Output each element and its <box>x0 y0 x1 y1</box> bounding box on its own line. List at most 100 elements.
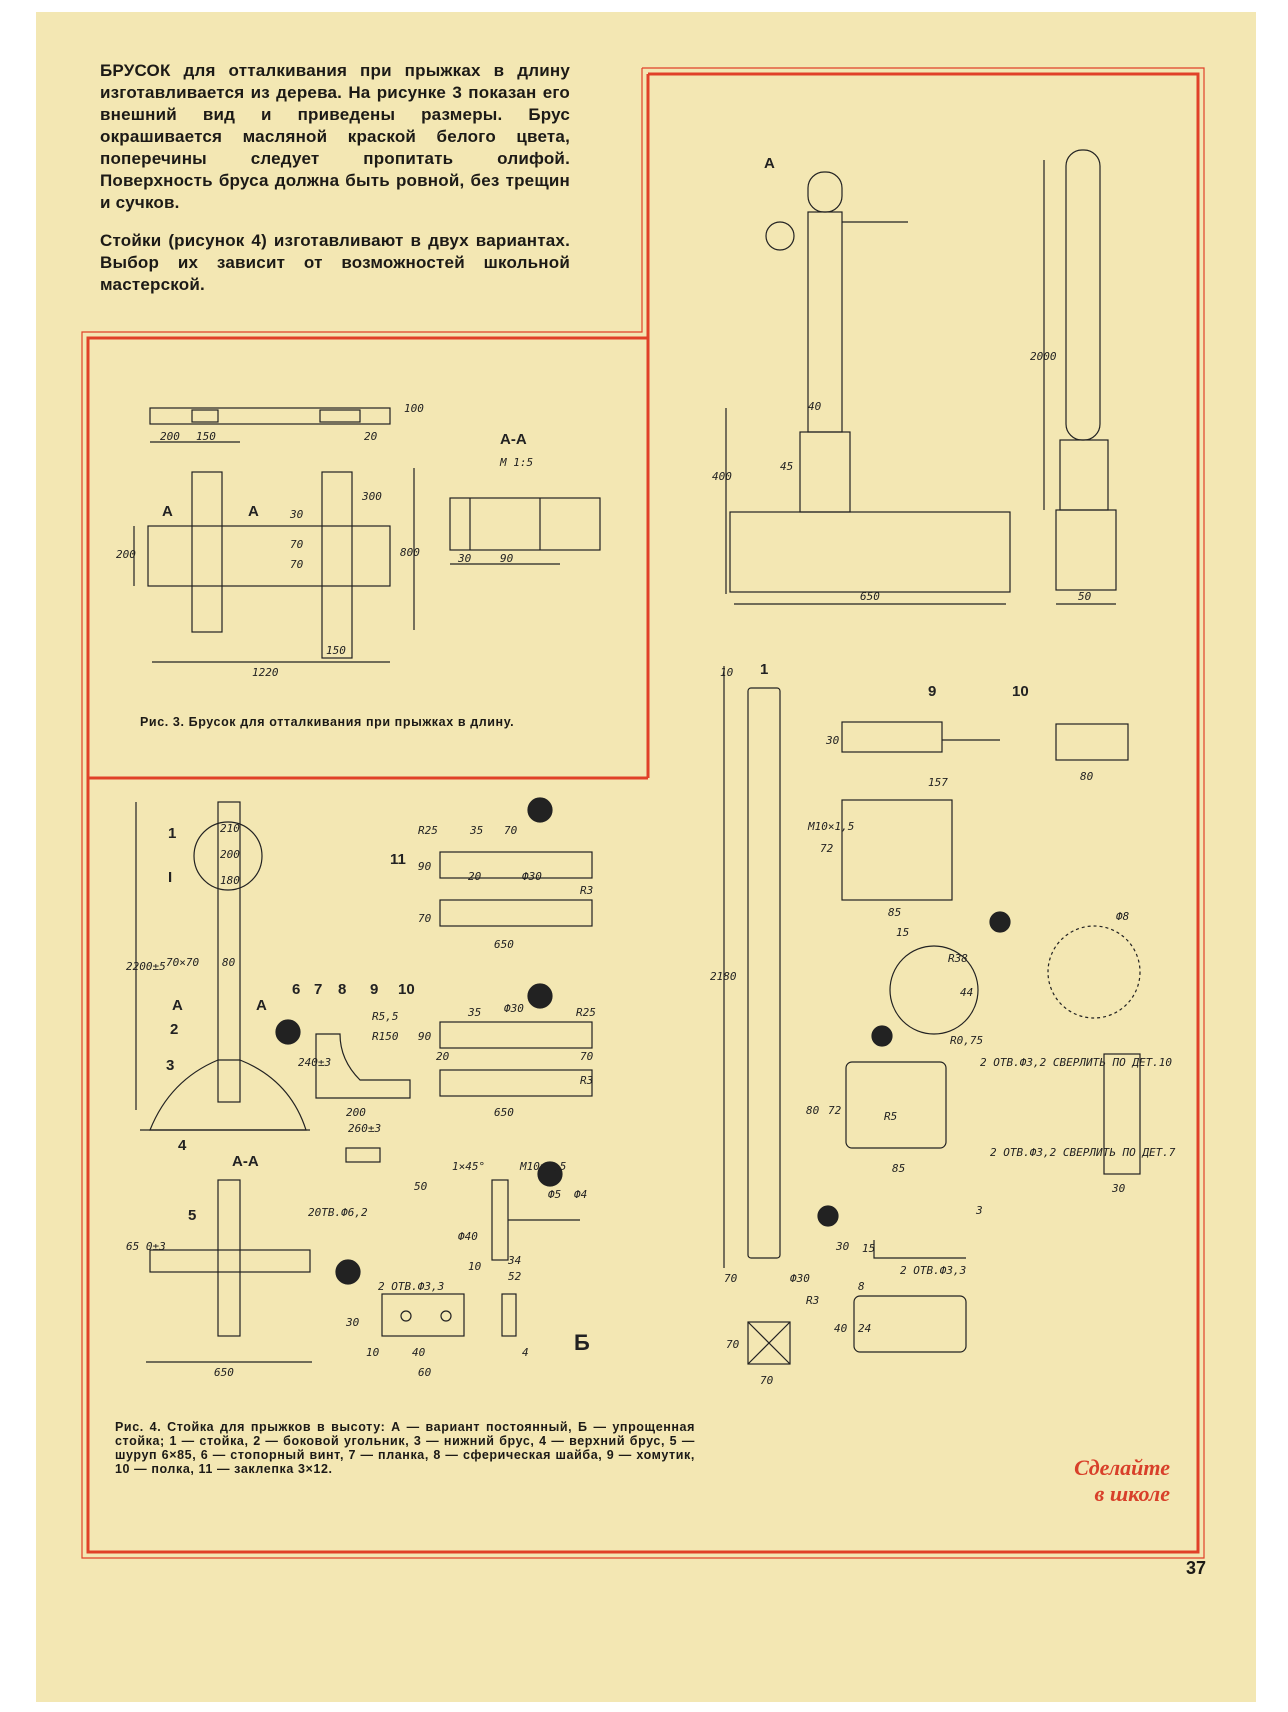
fig4-dim: R3 <box>580 1074 593 1087</box>
fig4-dim: 60 <box>418 1366 432 1379</box>
part-number: 10 <box>398 981 415 998</box>
fig4-dim: 52 <box>508 1270 522 1283</box>
fig4-section-label: А-А <box>232 1153 259 1170</box>
fig4-dim: М10×1,5 <box>807 820 854 833</box>
fig4-dim: Ф30 <box>790 1272 810 1285</box>
fig4-variant-b-drawing <box>135 797 593 1363</box>
fig4-dim: 10 <box>366 1346 380 1359</box>
figure-3-caption: Рис. 3. Брусок для отталкивания при прыж… <box>140 715 515 729</box>
part-number: 9 <box>370 981 378 998</box>
part-number: 8 <box>338 981 346 998</box>
fig4-dim: 90 <box>418 860 432 873</box>
fig4-variant-a-drawing <box>725 149 1117 605</box>
fig3-dim: 20 <box>364 430 378 443</box>
rubric-label: Сделайте в школе <box>1030 1455 1170 1507</box>
fig4-dim: 90 <box>418 1030 432 1043</box>
fig3-arrow-label: А <box>162 503 173 520</box>
page-number: 37 <box>1186 1558 1207 1578</box>
fig4-variant-b-right-labels: 10 2180 70 Ф30 R3 70 70 30 157 80 72 М10… <box>710 661 1176 1387</box>
fig4-dim: 2 ОТВ.Ф3,2 СВЕРЛИТЬ ПО ДЕТ.10 <box>980 1056 1172 1069</box>
fig4-dim: 72 <box>828 1104 842 1117</box>
fig4-dim: 4 <box>522 1346 529 1359</box>
fig4-dim: R25 <box>418 824 438 837</box>
fig4-dim: 85 <box>892 1162 905 1175</box>
fig4-dim: R25 <box>576 1006 596 1019</box>
fig4-dim: 10 <box>720 666 734 679</box>
fig4-dim: R3 <box>580 884 593 897</box>
intro-paragraph-1: БРУСОК для отталкивания при прыжках в дл… <box>100 61 570 212</box>
fig4-dim: 35 <box>467 1006 481 1019</box>
fig4-dim: 40 <box>412 1346 426 1359</box>
fig4-dim: Ф8 <box>1116 910 1130 923</box>
fig4-dim: 72 <box>820 842 834 855</box>
fig3-drawing <box>133 407 601 663</box>
part-number: 1 <box>760 661 768 678</box>
fig4-dim: 40 <box>834 1322 848 1335</box>
fig4-dim: 1×45° <box>452 1160 485 1173</box>
fig4-arrow-label: А <box>172 997 183 1014</box>
fig4-dim: 180 <box>220 874 240 887</box>
fig4-dim: 30 <box>825 734 840 747</box>
magazine-page <box>36 12 1256 1702</box>
part-number: 2 <box>170 1021 178 1038</box>
fig4-dim: 80 <box>222 956 236 969</box>
part-number: 11 <box>390 851 406 868</box>
fig4-dim: 30 <box>835 1240 850 1253</box>
intro-text: БРУСОК для отталкивания при прыжках в дл… <box>100 60 570 312</box>
fig4-dim: R5,5 <box>372 1010 399 1023</box>
fig4-dim: 2200±5 <box>126 960 166 973</box>
rubric-line-1: Сделайте <box>1074 1455 1170 1480</box>
fig4-dim: 260±3 <box>348 1122 381 1135</box>
intro-paragraph-2: Стойки (рисунок 4) изготавливают в двух … <box>100 231 570 294</box>
fig3-dim: 150 <box>326 644 346 657</box>
fig4-dim: 650 <box>494 1106 514 1119</box>
fig3-dim: 1220 <box>252 666 279 679</box>
fig4-dim: 2 ОТВ.Ф3,3 <box>378 1280 444 1293</box>
fig4-dim: 2180 <box>710 970 737 983</box>
fig4-dim: Ф30 <box>522 870 542 883</box>
fig4-dim: 45 <box>780 460 793 473</box>
fig4-dim: R38 <box>948 952 968 965</box>
fig4-dim: Ф30 <box>504 1002 524 1015</box>
fig4-dim: R3 <box>806 1294 819 1307</box>
fig3-dim: 100 <box>404 402 424 415</box>
fig4-variant-b-left-labels: 2200±5 70×70 80 210 200 180 240±3 R5,5 R… <box>126 822 596 1379</box>
fig4-dim: 80 <box>1080 770 1094 783</box>
part-number: 4 <box>178 1137 187 1154</box>
fig4-variant-a-labels: А 400 45 40 650 2000 50 <box>712 155 1092 603</box>
fig3-dim: 30 <box>289 508 304 521</box>
fig4-dim: 70 <box>760 1374 774 1387</box>
fig4-dim: 20 <box>468 870 482 883</box>
fig4-dim: 40 <box>808 400 822 413</box>
part-number: I <box>168 869 172 886</box>
part-number: 3 <box>166 1057 174 1074</box>
fig3-dim: 90 <box>500 552 514 565</box>
fig4-dim: 200 <box>346 1106 366 1119</box>
fig4-dim: 2000 <box>1030 350 1057 363</box>
fig4-dim: 400 <box>712 470 732 483</box>
fig4-dim: 650 <box>494 938 514 951</box>
fig4-dim: Ф5 <box>548 1188 561 1201</box>
part-number: 7 <box>314 981 322 998</box>
fig4-dim: 70 <box>724 1272 738 1285</box>
fig4-dim: 240±3 <box>298 1056 331 1069</box>
fig4-dim: 650 <box>860 590 880 603</box>
fig3-dim: 300 <box>361 490 382 503</box>
fig4-dim: 15 <box>862 1242 875 1255</box>
fig4-dim: 650 <box>214 1366 234 1379</box>
fig4-dim: 85 <box>888 906 901 919</box>
fig4-dim: М10×1,5 <box>519 1160 566 1173</box>
fig3-dim: 30 <box>457 552 472 565</box>
fig4-dim: 157 <box>928 776 948 789</box>
fig4-dim: R0,75 <box>950 1034 983 1047</box>
fig4-dim: 3 <box>975 1204 983 1217</box>
fig3-section-label: А-А <box>500 431 527 448</box>
fig4-dim: 200 <box>220 848 240 861</box>
figure-4-caption: Рис. 4. Стойка для прыжков в высоту: А —… <box>115 1420 695 1476</box>
fig4-dim: 20 <box>436 1050 450 1063</box>
rubric-line-2: в школе <box>1094 1481 1170 1506</box>
fig4-dim: 2 ОТВ.Ф3,3 <box>900 1264 966 1277</box>
fig4-dim: 70 <box>418 912 432 925</box>
fig4-dim: 210 <box>220 822 240 835</box>
